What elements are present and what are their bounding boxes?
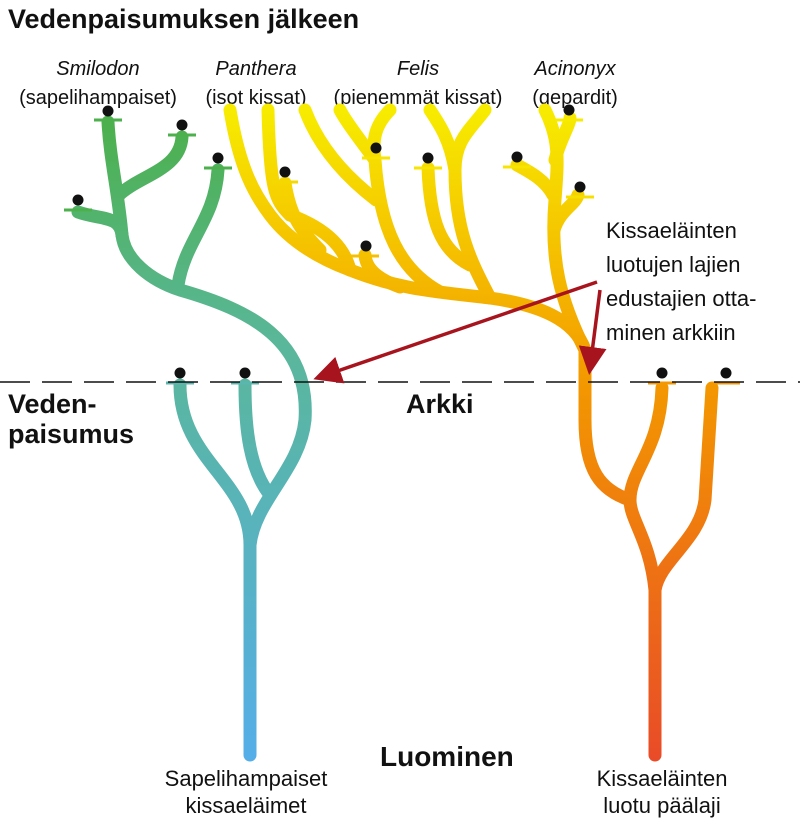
group-common: (pienemmät kissat): [334, 87, 503, 109]
group-genus: Smilodon: [56, 58, 139, 80]
group-labels: Smilodon (sapelihampaiset) Panthera (iso…: [19, 58, 618, 109]
ark-label: Arkki: [406, 389, 474, 419]
left-base-label: kissaeläimet: [185, 793, 306, 818]
sabre-tooth-extinct-tips: [64, 118, 259, 385]
creation-label: Luominen: [380, 741, 514, 772]
base-labels: Sapelihampaiset kissaeläimet Kissaeläint…: [165, 766, 728, 818]
cat-extinct-tips: [272, 118, 740, 385]
group-common: (isot kissat): [205, 87, 306, 109]
diagram-title: Vedenpaisumuksen jälkeen: [8, 4, 359, 34]
right-base-label: Kissaeläinten: [597, 766, 728, 791]
annotation-line: edustajien otta-: [606, 286, 756, 311]
right-base-label: luotu päälaji: [603, 793, 720, 818]
left-base-label: Sapelihampaiset: [165, 766, 328, 791]
flood-label: paisumus: [8, 419, 134, 449]
annotation-line: Kissaeläinten: [606, 218, 737, 243]
annotation-line: minen arkkiin: [606, 320, 736, 345]
annotation-line: luotujen lajien: [606, 252, 741, 277]
group-common: (gepardit): [532, 87, 618, 109]
ark-arrows: [313, 280, 607, 384]
ark-annotation: Kissaeläinten luotujen lajien edustajien…: [606, 218, 756, 345]
flood-label: Veden-: [8, 389, 97, 419]
group-genus: Felis: [397, 58, 439, 80]
group-common: (sapelihampaiset): [19, 87, 177, 109]
group-genus: Acinonyx: [533, 58, 616, 80]
extinction-dots: [72, 104, 732, 379]
group-genus: Panthera: [215, 58, 296, 80]
sabre-tooth-lineage-tree: [71, 115, 312, 762]
